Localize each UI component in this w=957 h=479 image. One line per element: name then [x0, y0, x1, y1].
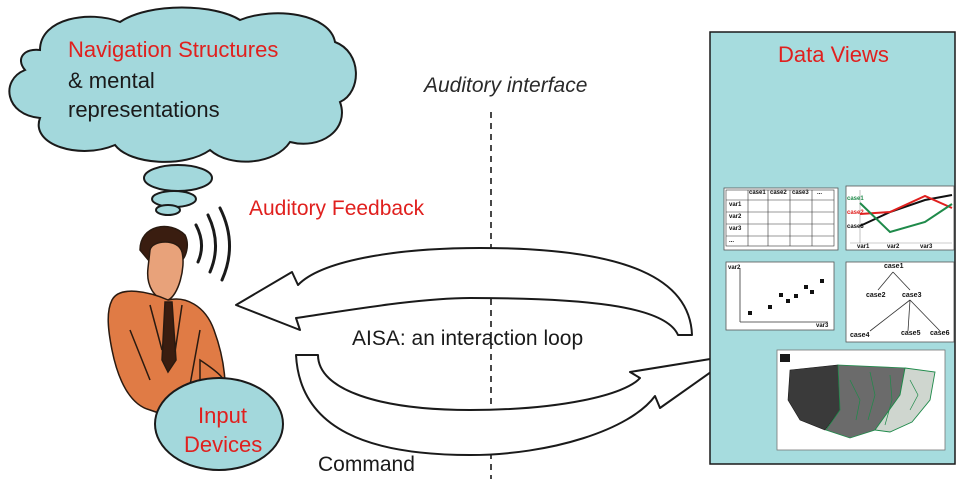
input-devices-line-1: Input [198, 403, 247, 428]
tree-node-2: case2 [866, 292, 886, 299]
table-col-3: case3 [792, 190, 809, 196]
line-series-1: case1 [847, 196, 864, 202]
table-row-1: var1 [729, 202, 742, 208]
line-x-2: var2 [887, 244, 900, 250]
auditory-interface-label: Auditory interface [424, 74, 588, 97]
tree-node-1: case1 [884, 263, 904, 270]
data-views-title: Data Views [778, 42, 889, 67]
line-series-3: case3 [847, 224, 864, 230]
tree-node-5: case5 [901, 330, 921, 337]
line-x-3: var3 [920, 244, 933, 250]
table-row-2: var2 [729, 214, 742, 220]
cloud-line-3: representations [68, 97, 220, 122]
tree-node-4: case4 [850, 332, 870, 339]
table-col-2: case2 [770, 190, 787, 196]
tree-thumbnail [845, 261, 955, 343]
input-devices-line-2: Devices [184, 432, 263, 457]
table-col-1: case1 [749, 190, 766, 196]
table-row-3: var3 [729, 226, 742, 232]
sound-waves-icon [194, 206, 232, 282]
line-x-1: var1 [857, 244, 870, 250]
feedback-loop-arrow [235, 247, 693, 336]
tree-node-6: case6 [930, 330, 950, 337]
table-thumbnail [723, 187, 839, 251]
interaction-loop-label: AISA: an interaction loop [352, 327, 584, 350]
table-col-4: ... [817, 190, 823, 196]
command-loop-arrow [295, 354, 736, 456]
line-series-2: case2 [847, 210, 864, 216]
scatter-y-label: var2 [728, 265, 741, 271]
command-label: Command [318, 453, 415, 476]
auditory-feedback-label: Auditory Feedback [249, 197, 425, 220]
tree-node-3: case3 [902, 292, 922, 299]
input-devices-bubble [154, 377, 284, 471]
table-row-4: ... [729, 238, 735, 244]
cloud-title: Navigation Structures [68, 37, 279, 62]
thought-bubbles [143, 164, 213, 216]
us-map-thumbnail [776, 349, 946, 451]
thought-cloud [8, 6, 357, 163]
scatter-thumbnail [725, 261, 835, 331]
line-chart-thumbnail [845, 185, 955, 251]
scatter-x-label: var3 [816, 323, 829, 329]
cloud-line-2: & mental [68, 68, 155, 93]
